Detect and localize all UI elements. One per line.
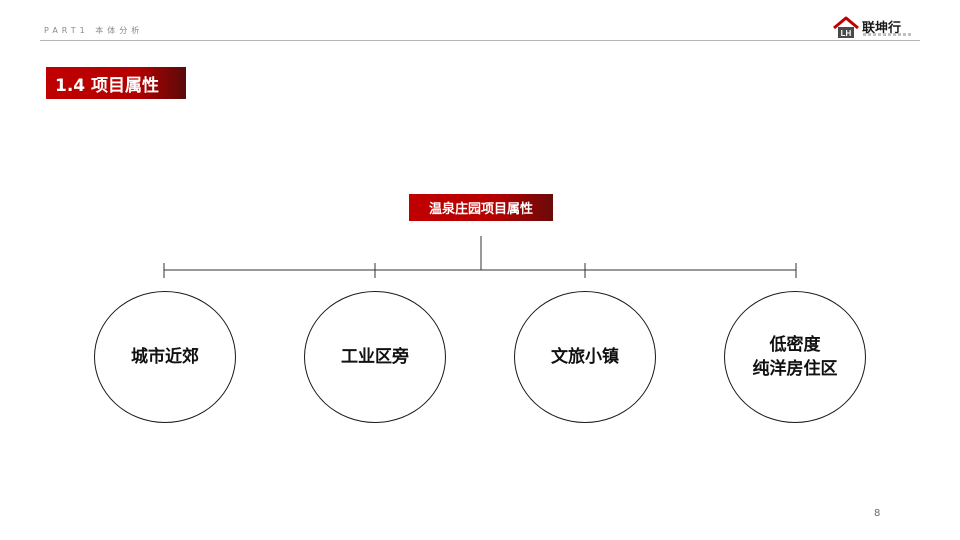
- attribute-node-low-density: 低密度 纯洋房住区: [724, 291, 866, 423]
- logo-tagline: [863, 33, 913, 36]
- node-label-line-1: 低密度: [769, 335, 821, 355]
- diagram-root-node: 温泉庄园项目属性: [409, 194, 553, 221]
- node-label: 工业区旁: [341, 347, 409, 367]
- part-label: PART1 本体分析: [44, 26, 144, 35]
- company-logo: LH 联坤行: [832, 16, 922, 42]
- page-number: 8: [874, 508, 881, 519]
- attribute-node-industrial: 工业区旁: [304, 291, 446, 423]
- attribute-node-suburban: 城市近郊: [94, 291, 236, 423]
- header-divider: [40, 40, 920, 41]
- node-label-line-2: 纯洋房住区: [752, 359, 838, 379]
- node-label: 文旅小镇: [551, 347, 619, 367]
- attribute-node-culture-tourism: 文旅小镇: [514, 291, 656, 423]
- node-label: 城市近郊: [131, 347, 199, 367]
- section-title: 1.4 项目属性: [46, 67, 186, 99]
- svg-text:LH: LH: [841, 29, 852, 38]
- logo-text: 联坤行: [862, 21, 902, 36]
- house-logo-icon: LH: [833, 16, 859, 38]
